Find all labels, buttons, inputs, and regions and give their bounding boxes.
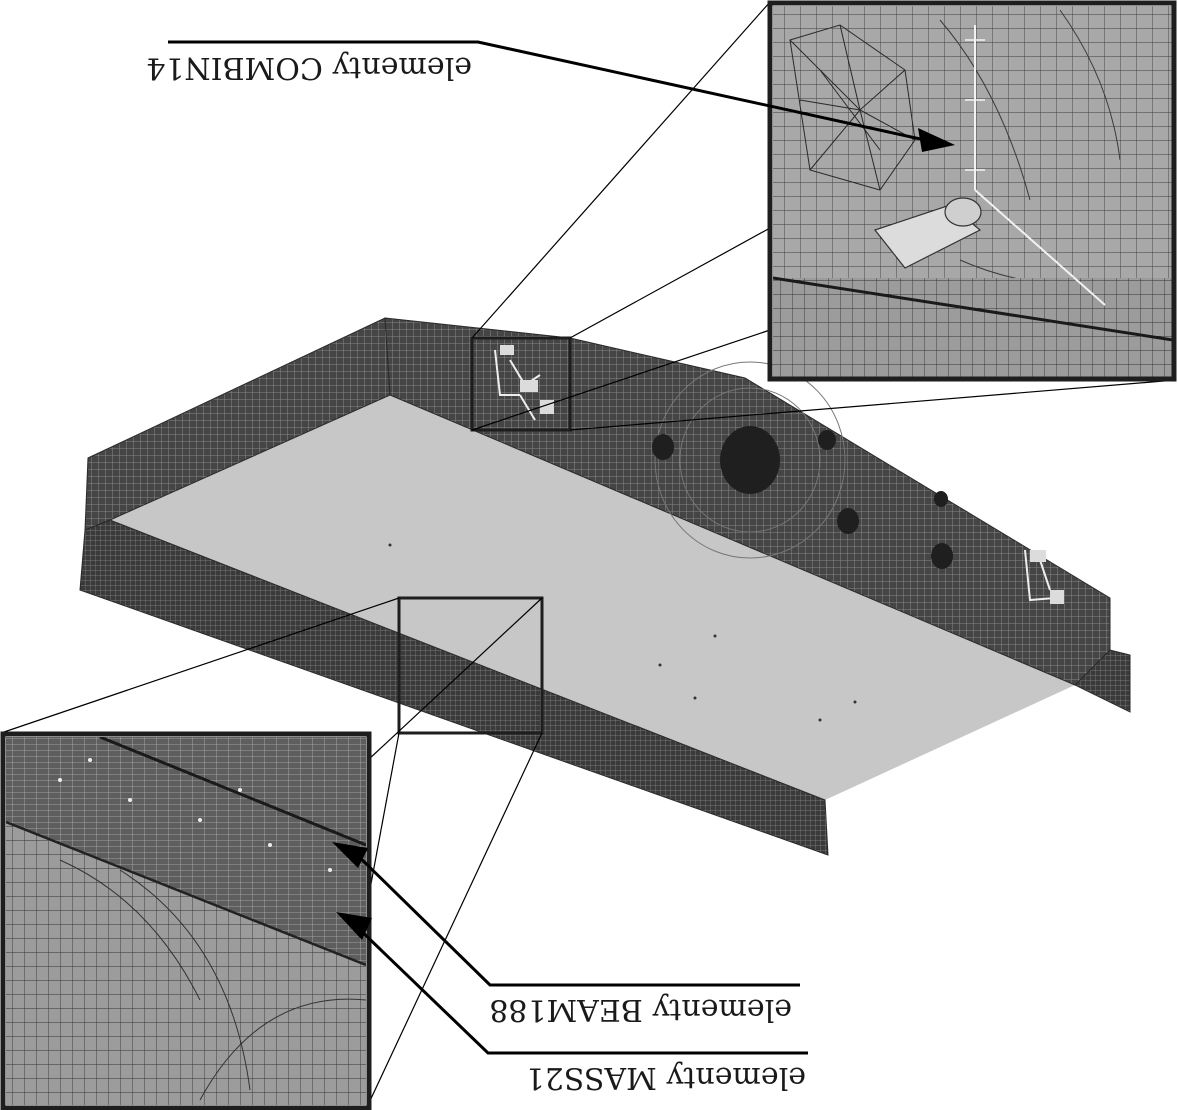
fem-model	[79, 317, 1131, 856]
arrowhead-icon	[332, 842, 368, 868]
leader-beam188	[332, 842, 800, 987]
label-combin14: elementy COMBIN14	[146, 50, 472, 85]
floor-plate	[110, 395, 1075, 800]
mass-points	[388, 543, 857, 722]
left-side-wall	[84, 317, 391, 531]
arrowhead-icon	[918, 128, 955, 152]
wall-openings	[652, 361, 953, 569]
arrowhead-icon	[336, 912, 372, 940]
right-flange	[1074, 649, 1131, 713]
zoom-frame-spring	[767, 0, 1177, 382]
leader-mass21	[336, 912, 808, 1055]
source-box-lower	[397, 596, 544, 735]
source-box-upper	[470, 336, 572, 432]
front-beam	[79, 519, 829, 856]
label-mass21: elementy MASS21	[526, 1060, 806, 1095]
zoom-panel-spring	[767, 0, 1177, 382]
label-beam188: elementy BEAM188	[489, 992, 792, 1027]
leader-combin14	[168, 40, 955, 152]
spring-element-icon	[873, 25, 1106, 306]
projection-lines	[3, 1, 1177, 1106]
zoom-panel-beam-mass	[0, 731, 372, 1110]
back-wall	[384, 317, 1111, 686]
